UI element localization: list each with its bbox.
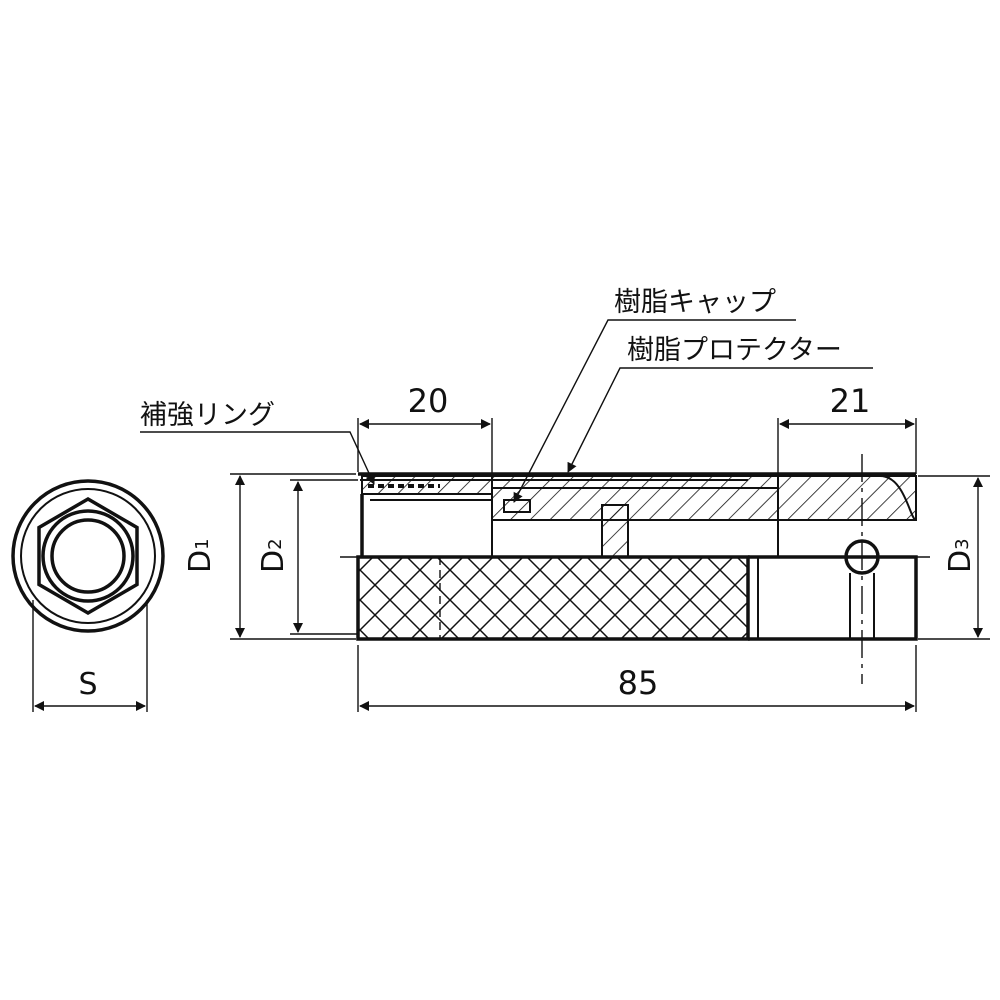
- d3-label: D3: [943, 538, 978, 573]
- resin-protector-leader: [567, 367, 873, 473]
- resin-cap-label: 樹脂キャップ: [614, 287, 776, 318]
- across-flats-label: S: [78, 667, 97, 702]
- overall-length-label: 85: [618, 664, 659, 702]
- end-view-bore-outer: [41, 509, 135, 603]
- end-view: S: [11, 479, 165, 712]
- reinforcement-ring-label: 補強リング: [140, 400, 275, 431]
- resin-cap-leader: [513, 319, 796, 503]
- protector-section: [491, 475, 779, 489]
- d2-label: D2: [256, 538, 291, 573]
- end-view-bore-inner: [50, 518, 126, 594]
- drive-end-exterior: [748, 555, 918, 641]
- end-view-outer-circle: [11, 479, 165, 633]
- cap-length-label: 20: [408, 382, 449, 420]
- end-view-hexagon: [37, 496, 139, 616]
- callouts: 補強リング 樹脂キャップ 樹脂プロテクター: [140, 287, 873, 503]
- knurled-grip: [356, 555, 750, 641]
- pin-hole: [844, 539, 880, 575]
- side-view: D1 D2 D3 85 20 21: [183, 382, 990, 712]
- resin-protector-label: 樹脂プロテクター: [627, 335, 842, 366]
- internal-stop-section: [601, 504, 629, 558]
- reinforcement-ring-leader: [140, 431, 375, 485]
- body-wall-section: [491, 487, 779, 521]
- drive-end-length-label: 21: [830, 382, 871, 420]
- end-view-outer-inner-ring: [20, 488, 156, 624]
- d1-label: D1: [183, 538, 218, 573]
